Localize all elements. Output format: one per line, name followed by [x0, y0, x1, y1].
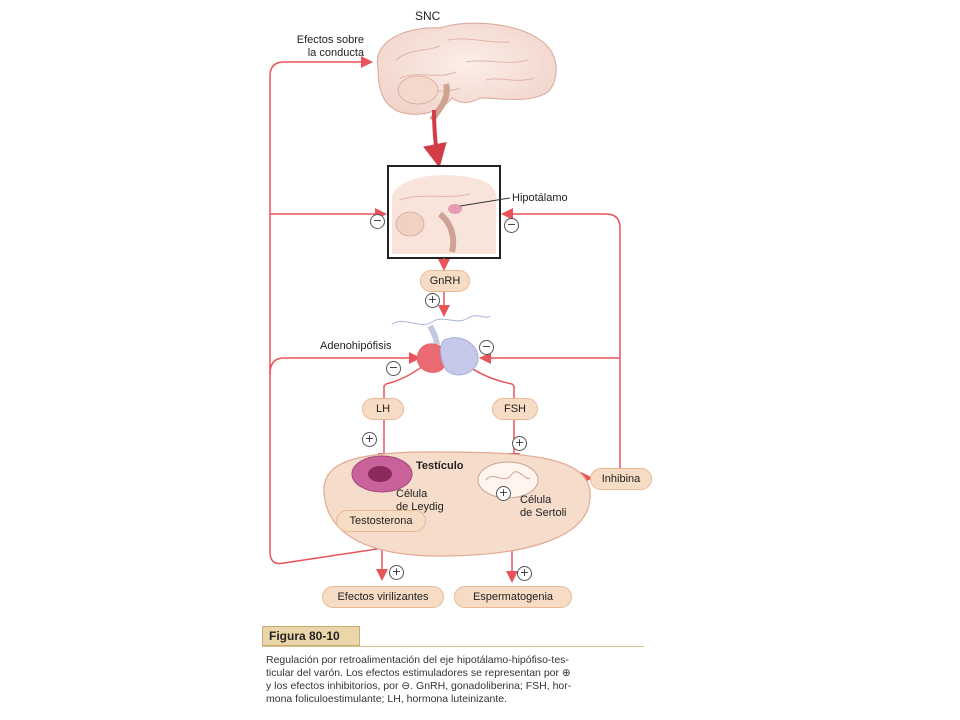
sertoli-line-2: de Sertoli: [520, 507, 567, 519]
sertoli-line-1: Célula: [520, 494, 552, 506]
plus-sign-spermatogenesis: +: [517, 566, 532, 581]
plus-sign-fsh: +: [512, 436, 527, 451]
spermatogenesis-pill: Espermatogenia: [454, 586, 572, 608]
figure-caption: Regulación por retroalimentación del eje…: [266, 654, 646, 706]
fsh-pill: FSH: [492, 398, 538, 420]
figure-title: Figura 80-10: [262, 626, 360, 646]
plus-sign-testosterone-to-sertoli: +: [496, 486, 511, 501]
caption-line-1: Regulación por retroalimentación del eje…: [266, 654, 569, 666]
minus-sign-hypothalamus-right: −: [504, 218, 519, 233]
hypothalamus-box: [387, 165, 511, 259]
snc-label: SNC: [415, 9, 441, 23]
leydig-line-1: Célula: [396, 488, 428, 500]
testicle-label: Testículo: [416, 460, 464, 472]
caption-line-4: mona foliculoestimulante; LH, hormona lu…: [266, 693, 508, 705]
brain-illustration: [376, 22, 557, 122]
adenohypophysis-label: Adenohipófisis: [320, 340, 392, 352]
testosterone-pill: Testosterona: [336, 510, 426, 532]
lh-pill: LH: [362, 398, 404, 420]
inhibin-pill: Inhibina: [590, 468, 652, 490]
caption-line-2: ticular del varón. Los efectos estimulad…: [266, 667, 571, 679]
minus-sign-pituitary-left: −: [386, 361, 401, 376]
snc-to-hypothalamus-arrow: [423, 109, 447, 168]
plus-sign-lh: +: [362, 432, 377, 447]
behavior-effects-line-1: Efectos sobre: [296, 34, 364, 46]
minus-sign-pituitary-right: −: [479, 340, 494, 355]
plus-sign-virilizing: +: [389, 565, 404, 580]
plus-sign-gnrh: +: [425, 293, 440, 308]
caption-line-3: y los efectos inhibitorios, por ⊖. GnRH,…: [266, 680, 572, 692]
behavior-effects-line-2: la conducta: [307, 47, 364, 59]
figure-title-rule: [262, 646, 644, 647]
minus-sign-hypothalamus-left: −: [370, 214, 385, 229]
gnrh-pill: GnRH: [420, 270, 470, 292]
virilizing-effects-pill: Efectos virilizantes: [322, 586, 444, 608]
hypothalamus-label: Hipotálamo: [512, 192, 568, 204]
behavior-effects-label: Efectos sobre la conducta: [288, 34, 364, 60]
sertoli-label: Célula de Sertoli: [520, 494, 566, 520]
pituitary-illustration: [391, 315, 491, 376]
